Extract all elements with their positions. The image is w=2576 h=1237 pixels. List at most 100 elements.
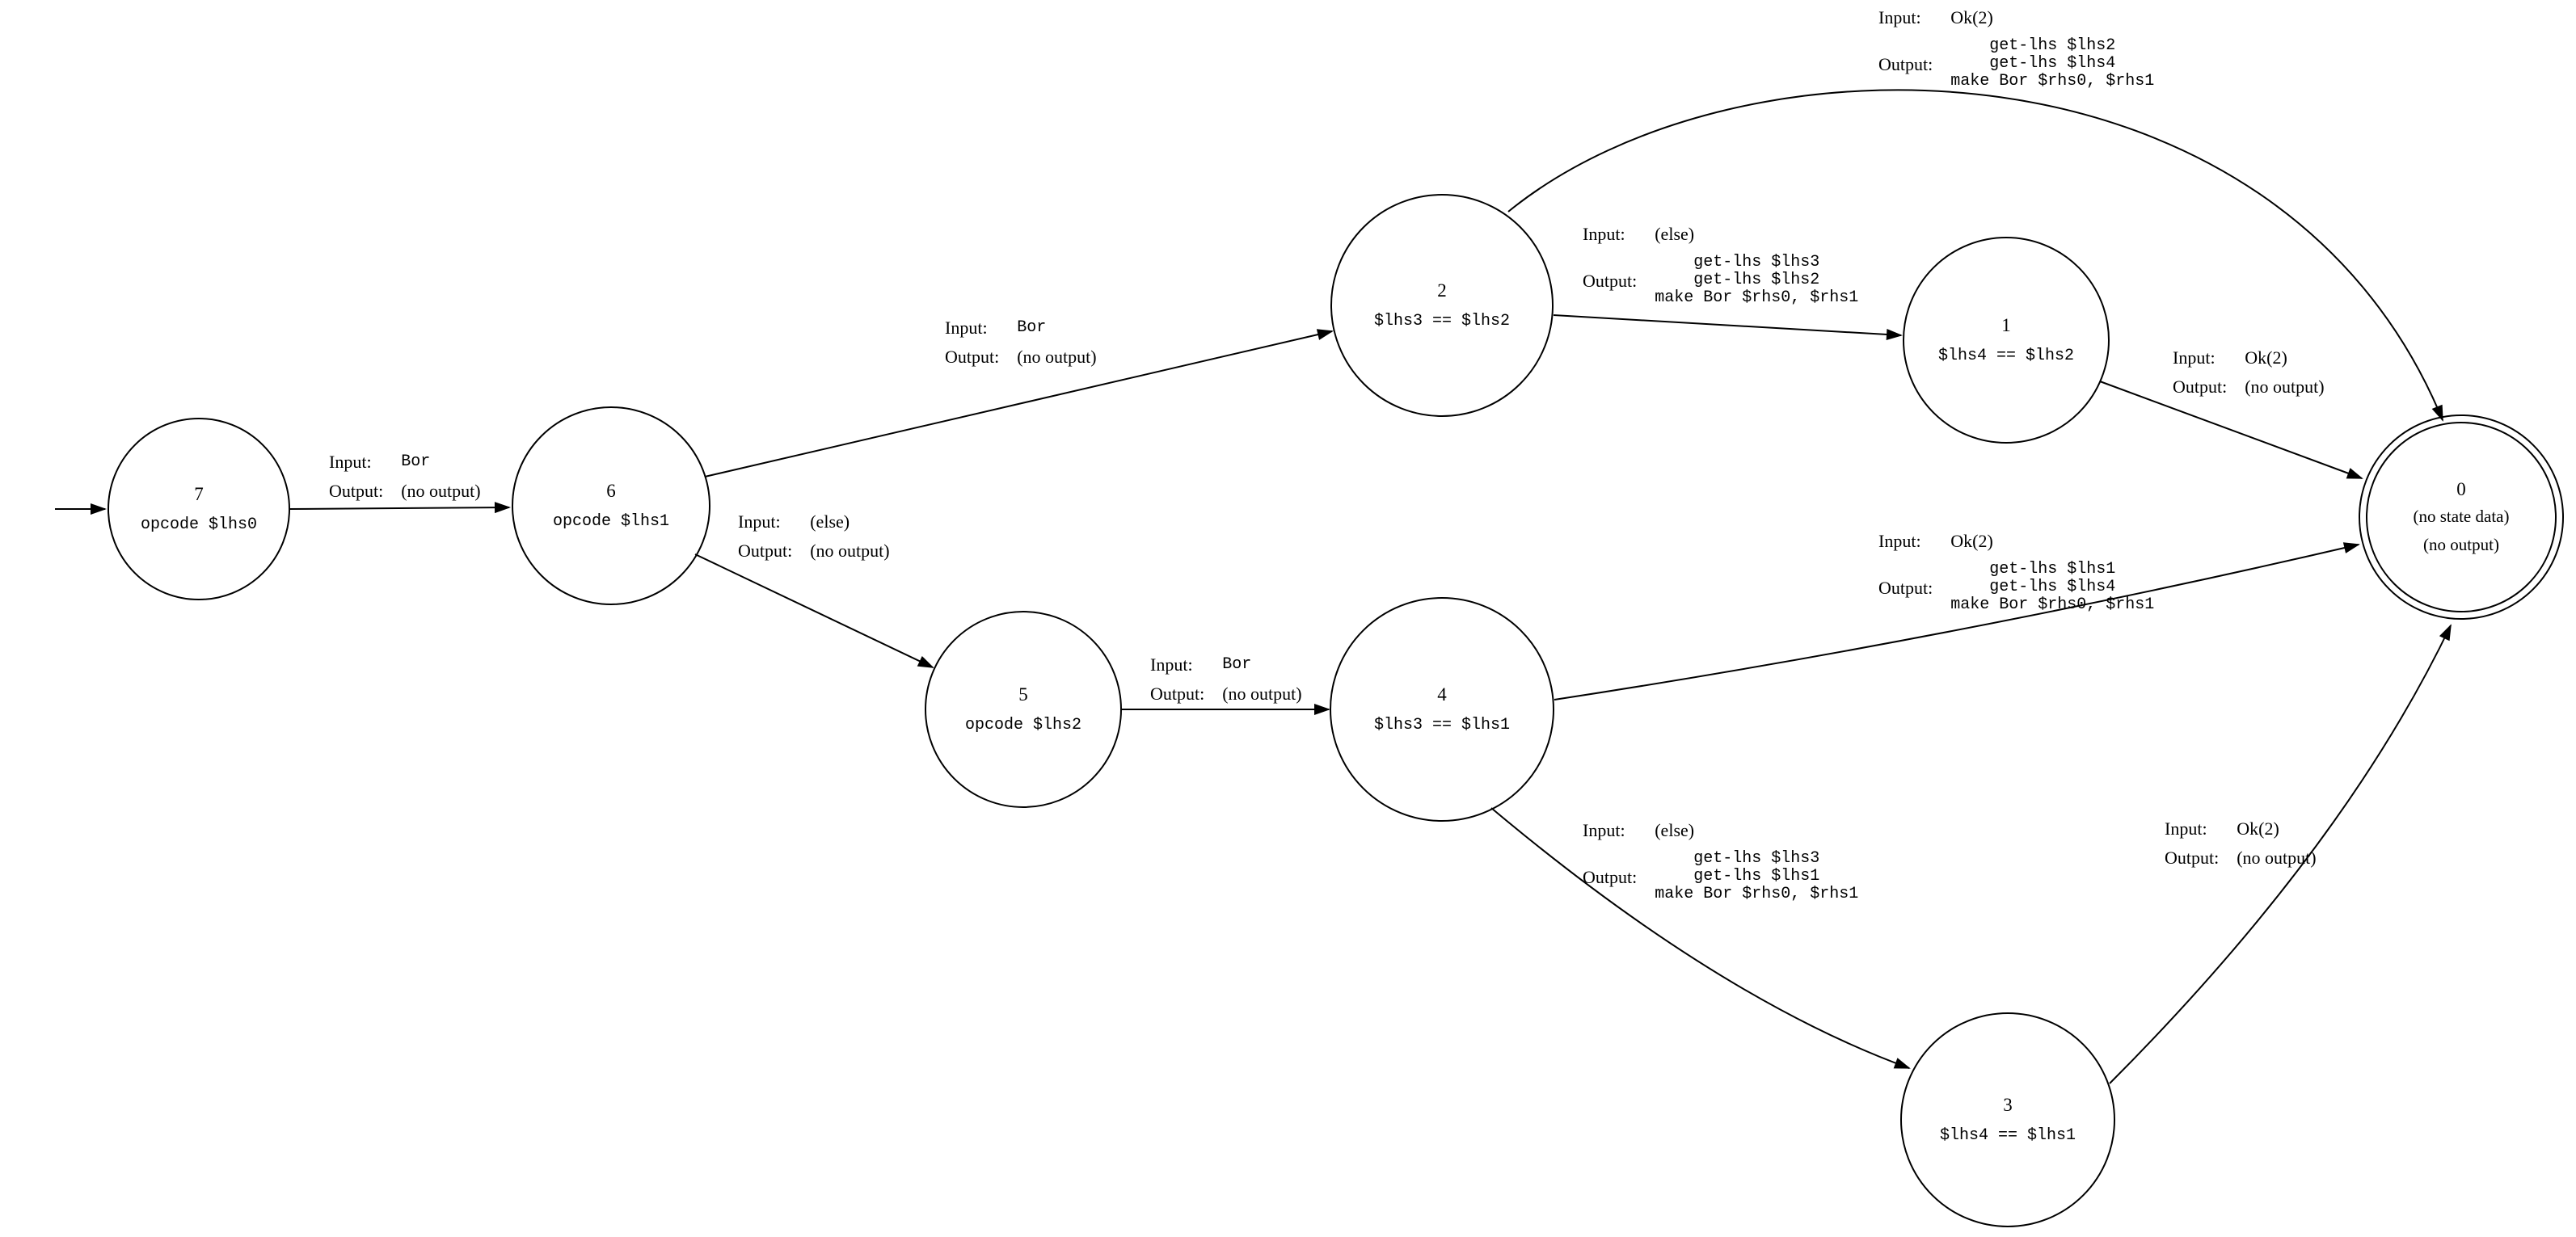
state-4-id: 4 bbox=[1437, 684, 1447, 705]
input-key: Input: bbox=[738, 511, 781, 532]
output-key: Output: bbox=[1878, 577, 1933, 598]
output-key: Output: bbox=[738, 541, 793, 562]
edge-label-4-3: Input: (else) Output: get-lhs $lhs3 get-… bbox=[1583, 821, 1858, 903]
input-value: Ok(2) bbox=[1950, 531, 1993, 551]
state-0-id: 0 bbox=[2456, 479, 2466, 500]
output-line: get-lhs $lhs4 bbox=[1989, 578, 2116, 597]
state-0-outer-circle bbox=[2359, 414, 2564, 620]
edge-label-6-5: Input: (else) Output: (no output) bbox=[738, 512, 890, 560]
output-value: get-lhs $lhs1 get-lhs $lhs4 make Bor $rh… bbox=[1950, 561, 2154, 614]
output-key: Output: bbox=[2173, 377, 2228, 398]
output-line: make Bor $rhs0, $rhs1 bbox=[1655, 885, 1859, 904]
input-key: Input: bbox=[1878, 531, 1921, 551]
input-value: Bor bbox=[1017, 318, 1047, 337]
state-5-circle bbox=[925, 611, 1122, 808]
output-key: Output: bbox=[1583, 866, 1638, 887]
state-2: 2 $lhs3 == $lhs2 bbox=[1331, 195, 1553, 416]
output-key: Output: bbox=[945, 347, 1000, 368]
edge-label-2-1: Input: (else) Output: get-lhs $lhs3 get-… bbox=[1583, 225, 1858, 307]
state-4-circle bbox=[1330, 597, 1554, 822]
output-value: get-lhs $lhs2 get-lhs $lhs4 make Bor $rh… bbox=[1950, 37, 2154, 90]
state-6-data: opcode $lhs1 bbox=[552, 511, 670, 531]
state-5-id: 5 bbox=[1018, 684, 1028, 705]
output-line: make Bor $rhs0, $rhs1 bbox=[1950, 72, 2155, 91]
state-6: 6 opcode $lhs1 bbox=[512, 407, 710, 604]
output-value: get-lhs $lhs3 get-lhs $lhs2 make Bor $rh… bbox=[1655, 254, 1858, 307]
input-value: Bor bbox=[401, 452, 431, 471]
edge-label-6-2: Input: Bor Output: (no output) bbox=[945, 318, 1097, 366]
state-2-data: $lhs3 == $lhs2 bbox=[1373, 311, 1511, 330]
input-key: Input: bbox=[1878, 7, 1921, 27]
output-value: (no output) bbox=[810, 541, 890, 562]
output-value: (no output) bbox=[2237, 848, 2317, 869]
edge-2-0 bbox=[1507, 89, 2443, 422]
edge-label-2-0: Input: Ok(2) Output: get-lhs $lhs2 get-l… bbox=[1878, 8, 2154, 90]
input-value: Ok(2) bbox=[2245, 347, 2287, 368]
edge-label-1-0: Input: Ok(2) Output: (no output) bbox=[2173, 348, 2325, 396]
input-value: Ok(2) bbox=[1950, 7, 1993, 27]
state-1-data: $lhs4 == $lhs2 bbox=[1937, 346, 2075, 365]
state-2-id: 2 bbox=[1437, 280, 1447, 301]
output-line: get-lhs $lhs3 bbox=[1693, 253, 1820, 272]
state-1-circle bbox=[1903, 237, 2110, 444]
edge-4-3 bbox=[1490, 807, 1911, 1069]
state-3-data: $lhs4 == $lhs1 bbox=[1939, 1126, 2076, 1145]
output-key: Output: bbox=[2165, 848, 2220, 869]
edge-label-3-0: Input: Ok(2) Output: (no output) bbox=[2165, 819, 2317, 867]
edge-label-7-6: Input: Bor Output: (no output) bbox=[329, 452, 481, 500]
input-key: Input: bbox=[2173, 347, 2216, 368]
edge-1-0 bbox=[2099, 381, 2363, 479]
output-key: Output: bbox=[1583, 270, 1638, 291]
state-2-circle bbox=[1330, 194, 1554, 417]
edge-6-2 bbox=[704, 329, 1334, 478]
state-1-id: 1 bbox=[2001, 314, 2011, 335]
input-value: (else) bbox=[1655, 224, 1695, 244]
state-7-circle bbox=[108, 418, 290, 600]
state-3-id: 3 bbox=[2003, 1094, 2013, 1115]
output-key: Output: bbox=[329, 481, 384, 502]
output-value: (no output) bbox=[1222, 684, 1302, 705]
output-line: get-lhs $lhs2 bbox=[1693, 271, 1820, 290]
edge-4-0 bbox=[1554, 542, 2360, 701]
output-key: Output: bbox=[1878, 53, 1933, 74]
state-0-data: (no state data) bbox=[2413, 507, 2510, 527]
state-0-output: (no output) bbox=[2423, 534, 2499, 554]
edge-3-0 bbox=[2109, 624, 2452, 1084]
edge-7-6 bbox=[289, 502, 511, 514]
state-5: 5 opcode $lhs2 bbox=[925, 612, 1121, 807]
input-value: Ok(2) bbox=[2237, 818, 2279, 839]
state-0-inner-circle bbox=[2366, 422, 2557, 612]
input-value: Bor bbox=[1222, 654, 1252, 674]
output-line: get-lhs $lhs4 bbox=[1989, 54, 2116, 74]
edge-label-5-4: Input: Bor Output: (no output) bbox=[1150, 655, 1302, 703]
input-key: Input: bbox=[2165, 818, 2207, 839]
output-value: (no output) bbox=[401, 481, 481, 502]
output-line: make Bor $rhs0, $rhs1 bbox=[1950, 595, 2155, 615]
edge-2-1 bbox=[1553, 314, 1903, 340]
output-line: make Bor $rhs0, $rhs1 bbox=[1655, 288, 1859, 308]
output-key: Output: bbox=[1150, 684, 1205, 705]
output-line: get-lhs $lhs3 bbox=[1693, 849, 1820, 869]
state-6-id: 6 bbox=[606, 480, 616, 501]
state-4: 4 $lhs3 == $lhs1 bbox=[1330, 598, 1554, 821]
output-value: (no output) bbox=[1017, 347, 1097, 368]
input-key: Input: bbox=[1150, 654, 1193, 675]
output-line: get-lhs $lhs1 bbox=[1989, 560, 2116, 579]
input-key: Input: bbox=[1583, 820, 1625, 840]
state-3-circle bbox=[1900, 1012, 2115, 1227]
output-value: (no output) bbox=[2245, 377, 2325, 398]
input-key: Input: bbox=[945, 318, 988, 338]
input-value: (else) bbox=[810, 511, 850, 532]
output-line: get-lhs $lhs2 bbox=[1989, 36, 2116, 56]
edge-label-4-0: Input: Ok(2) Output: get-lhs $lhs1 get-l… bbox=[1878, 532, 2154, 614]
state-4-data: $lhs3 == $lhs1 bbox=[1373, 715, 1511, 734]
state-3: 3 $lhs4 == $lhs1 bbox=[1901, 1013, 2114, 1226]
state-7-id: 7 bbox=[194, 483, 204, 504]
state-1: 1 $lhs4 == $lhs2 bbox=[1904, 238, 2109, 443]
state-7: 7 opcode $lhs0 bbox=[108, 419, 289, 600]
input-key: Input: bbox=[329, 452, 372, 472]
output-value: get-lhs $lhs3 get-lhs $lhs1 make Bor $rh… bbox=[1655, 850, 1858, 903]
state-0: 0 (no state data) (no output) bbox=[2359, 415, 2563, 619]
